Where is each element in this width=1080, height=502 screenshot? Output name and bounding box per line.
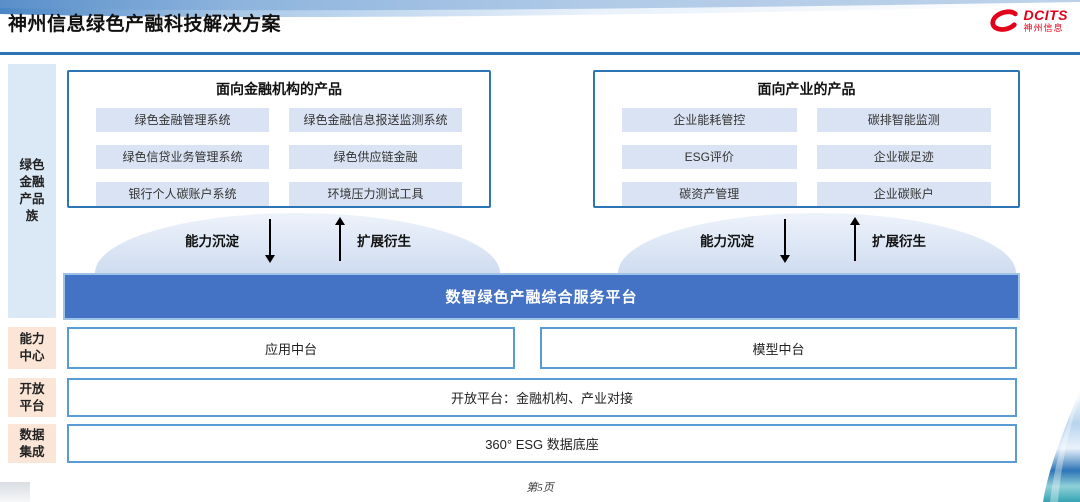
dcits-swirl-icon <box>989 9 1018 32</box>
product-chip: 绿色供应链金融 <box>289 145 462 169</box>
top-swoosh-decoration <box>0 0 1080 18</box>
sidebar-label-open-platform: 开放平台 <box>8 378 56 417</box>
product-chip: 碳资产管理 <box>622 182 797 206</box>
product-chip: 企业碳账户 <box>816 182 991 206</box>
up-arrow-icon <box>848 217 862 263</box>
sidebar-label-capability-center: 能力中心 <box>8 327 56 369</box>
down-arrow-icon <box>778 217 792 263</box>
dcits-logo: DCITS 神州信息 <box>986 7 1069 33</box>
expand-derive-label: 扩展衍生 <box>357 234 411 249</box>
bottom-right-swoosh-decoration <box>1043 390 1080 502</box>
product-group-title: 面向产业的产品 <box>757 81 856 97</box>
bottom-left-decoration <box>0 482 30 502</box>
flow-right: 能力沉淀 扩展衍生 <box>700 216 926 264</box>
product-chip: ESG评价 <box>622 145 797 169</box>
data-base-box: 360° ESG 数据底座 <box>67 424 1017 463</box>
platform-banner: 数智绿色产融综合服务平台 <box>63 273 1020 320</box>
product-group-title: 面向金融机构的产品 <box>216 81 342 97</box>
app-middle-platform-box: 应用中台 <box>67 327 515 369</box>
product-chip: 银行个人碳账户系统 <box>96 182 269 206</box>
open-platform-box: 开放平台：金融机构、产业对接 <box>67 378 1017 417</box>
up-arrow-icon <box>333 217 347 263</box>
header-divider <box>0 52 1080 55</box>
sidebar-label-data-integration: 数据集成 <box>8 424 56 463</box>
brand-cn-text: 神州信息 <box>1023 22 1064 33</box>
sidebar-label-product-family: 绿色金融产品族 <box>8 64 56 318</box>
page-number: 第5页 <box>526 482 554 494</box>
brand-text: DCITS <box>1023 6 1068 23</box>
product-chip: 绿色金融信息报送监测系统 <box>289 108 462 132</box>
capability-sink-label: 能力沉淀 <box>185 234 239 249</box>
product-chip: 环境压力测试工具 <box>289 182 462 206</box>
product-chip: 绿色信贷业务管理系统 <box>96 145 269 169</box>
down-arrow-icon <box>263 217 277 263</box>
product-chip: 绿色金融管理系统 <box>96 108 269 132</box>
page-title: 神州信息绿色产融科技解决方案 <box>8 14 282 35</box>
model-middle-platform-box: 模型中台 <box>540 327 1017 369</box>
product-chip: 碳排智能监测 <box>816 108 991 132</box>
flow-left: 能力沉淀 扩展衍生 <box>185 216 411 264</box>
industry-products-box: 面向产业的产品 企业能耗管控 碳排智能监测 ESG评价 企业碳足迹 碳资产管理 … <box>593 70 1020 208</box>
capability-sink-label: 能力沉淀 <box>700 234 754 249</box>
financial-products-box: 面向金融机构的产品 绿色金融管理系统 绿色金融信息报送监测系统 绿色信贷业务管理… <box>67 70 491 208</box>
product-chip: 企业能耗管控 <box>622 108 797 132</box>
product-chip: 企业碳足迹 <box>816 145 991 169</box>
expand-derive-label: 扩展衍生 <box>872 234 926 249</box>
